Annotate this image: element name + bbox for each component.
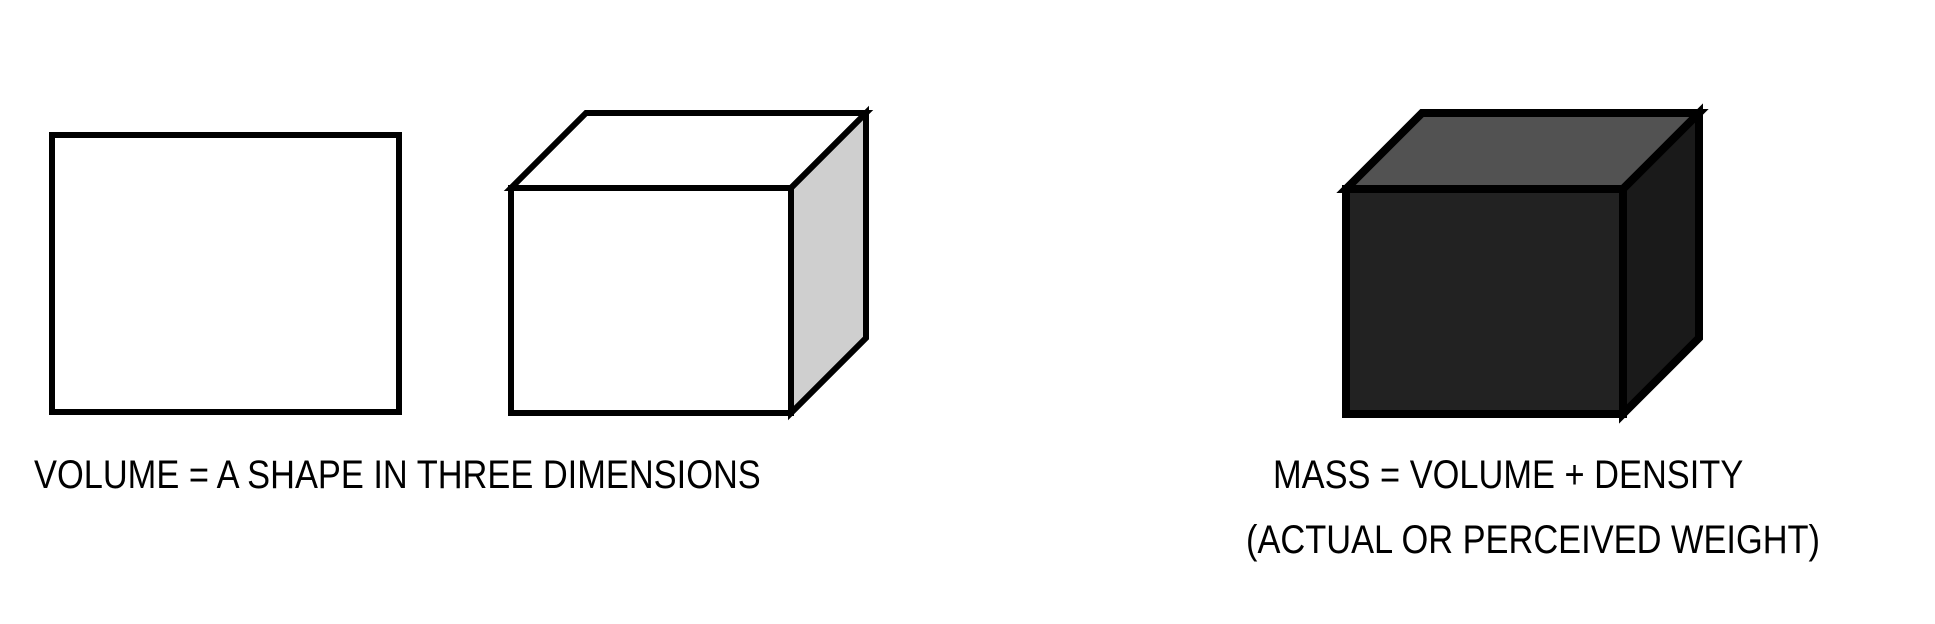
- weight-caption: (ACTUAL OR PERCEIVED WEIGHT): [1246, 518, 1821, 562]
- mass-caption: MASS = VOLUME + DENSITY: [1273, 453, 1744, 497]
- dark-cube: [1336, 103, 1709, 424]
- square-shape: [49, 132, 402, 415]
- white-cube: [503, 105, 874, 421]
- volume-caption: VOLUME = A SHAPE IN THREE DIMENSIONS: [34, 453, 761, 497]
- white-cube-front-face: [508, 185, 794, 416]
- dark-cube-front-face: [1342, 185, 1627, 418]
